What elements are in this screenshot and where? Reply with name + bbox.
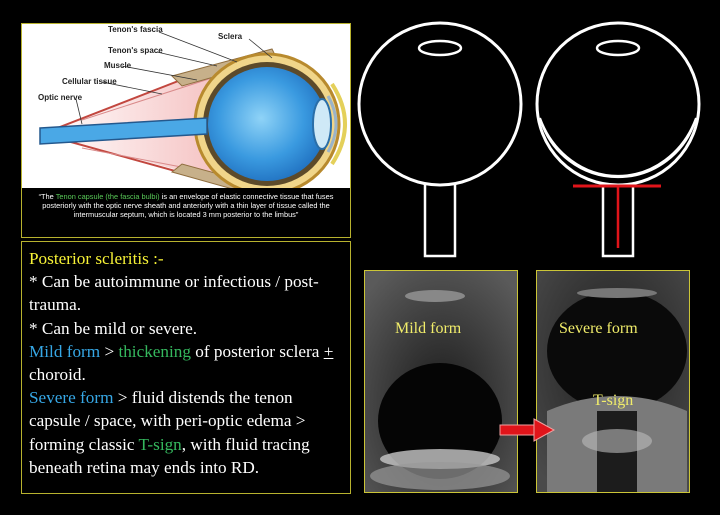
t-sign-caption: T-sign: [593, 392, 634, 409]
mild-tail: choroid.: [29, 365, 86, 385]
mild-rest: of posterior sclera: [191, 341, 324, 361]
severe-rest-1: > fluid distends the tenon capsule / spa…: [29, 388, 306, 454]
mild-form-caption: Mild form: [395, 320, 462, 337]
mild-sep: >: [100, 341, 119, 361]
label-tenons-fascia: Tenon's fascia: [108, 25, 163, 34]
t-sign-highlight: T-sign: [138, 434, 182, 454]
severe-form-caption: Severe form: [559, 320, 638, 337]
notes-bullet-1: * Can be autoimmune or infectious / post…: [29, 272, 319, 315]
severe-rest-2: , with fluid tracing beneath retina may …: [29, 434, 310, 477]
caption-rest: is an envelope of elastic connective tis…: [42, 192, 334, 219]
mild-form-label: Mild form: [29, 341, 101, 361]
anatomy-caption: “The Tenon capsule (the fascia bulbi) is…: [22, 188, 350, 237]
notes-severe-paragraph: Severe form > fluid distends the tenon c…: [29, 386, 344, 479]
notes-bullet-2: * Can be mild or severe.: [29, 318, 198, 338]
ultrasound-severe: Severe form T-sign: [536, 270, 690, 493]
eye-anatomy-illustration: [39, 31, 347, 201]
ultrasound-mild-image: [365, 271, 517, 492]
label-optic-nerve: Optic nerve: [38, 93, 83, 102]
thickening-highlight: thickening: [118, 341, 191, 361]
anatomy-diagram-panel: Tenon's fascia Sclera Tenon's space Musc…: [21, 23, 351, 238]
red-arrow-icon: [499, 418, 556, 442]
caption-highlight: Tenon capsule (the fascia bulbi): [55, 192, 160, 201]
severe-form-label: Severe form: [29, 388, 114, 408]
notes-title: Posterior scleritis :-: [29, 249, 164, 268]
label-cellular-tissue: Cellular tissue: [62, 77, 117, 86]
caption-quote-open: “The: [38, 192, 56, 201]
plus-minus: +: [323, 341, 334, 361]
notes-panel: Posterior scleritis :- * Can be autoimmu…: [21, 241, 351, 494]
notes-mild-paragraph: Mild form > thickening of posterior scle…: [29, 340, 344, 386]
mild-eye-schematic: [357, 21, 523, 258]
severe-eye-schematic: [535, 21, 701, 258]
label-sclera: Sclera: [218, 32, 243, 41]
label-muscle: Muscle: [104, 61, 132, 70]
eye-schematic-diagrams: [357, 21, 701, 258]
label-tenons-space: Tenon's space: [108, 46, 163, 55]
ultrasound-mild: Mild form: [364, 270, 518, 493]
ultrasound-severe-image: [537, 271, 689, 492]
